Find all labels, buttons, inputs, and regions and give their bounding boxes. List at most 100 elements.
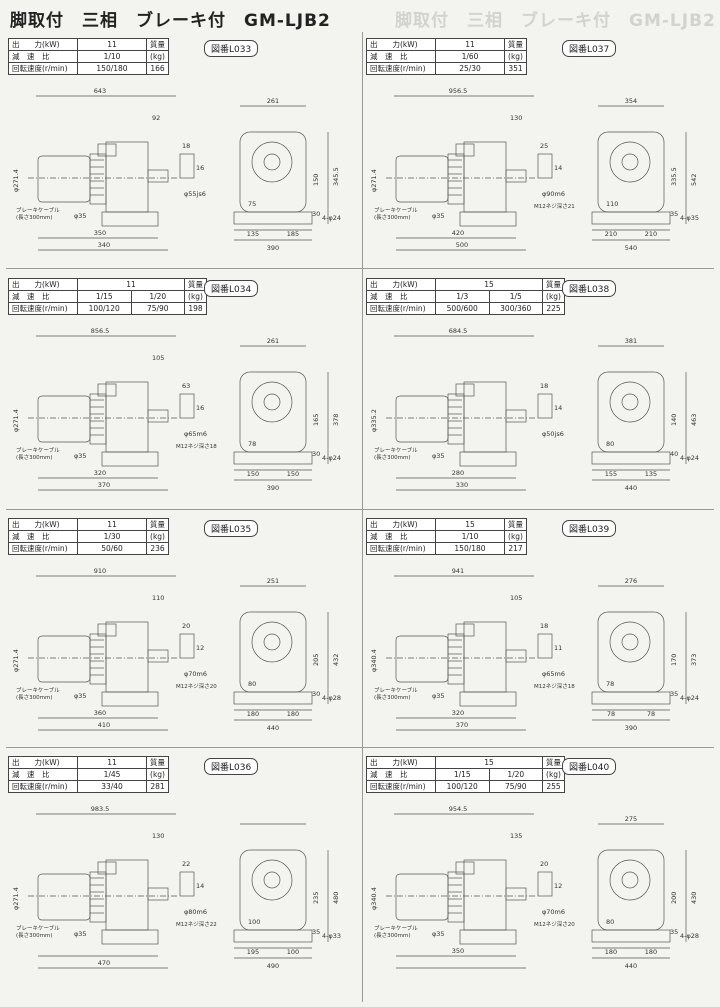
foot-span-label: 350 [94,229,106,237]
spec-cell: 回転速度(r/min) [366,780,436,793]
key-width-label: 63 [182,382,190,390]
mount-holes-label: 4-φ28 [322,694,341,702]
key-width-label: 22 [182,860,190,868]
foot-half-label: 150 [287,470,299,478]
foot-offset-label: 80 [606,440,614,448]
overall-height-label: 430 [690,892,698,904]
overall-length-label: 643 [94,87,106,95]
shaft-diameter-label: φ80m6 [184,908,207,916]
cable-dia-label: φ35 [432,212,445,220]
foot-half-label: 150 [247,470,259,478]
foot-thickness-label: 35 [670,690,678,698]
motor-body [395,155,449,203]
shaft-length-label: 130 [510,114,522,122]
front-view-foot [591,211,671,225]
overall-height-label: 542 [690,174,698,186]
cable-dia-label: φ35 [432,930,445,938]
brake-cable-label: ブレーキケーブル(長さ300mm) [374,206,418,221]
foot-thickness-label: 35 [670,928,678,936]
front-view-flange [609,859,651,901]
output-shaft [505,649,527,663]
brake-housing [447,633,465,685]
foot-half-label: 180 [287,710,299,718]
foot-offset-label: 78 [606,680,614,688]
tap-note-label: M12ネジ深さ20 [534,920,575,928]
overall-height-label: 373 [690,654,698,666]
mounting-foot [101,929,159,945]
key-depth-label: 14 [554,164,562,172]
top-width-label: 275 [625,815,637,823]
brake-cable-label: ブレーキケーブル(長さ300mm) [16,924,60,939]
front-view-shaft [621,153,639,171]
overall-length-label: 910 [94,567,106,575]
mount-holes-label: 4-φ33 [322,932,341,940]
key-depth-label: 14 [196,882,204,890]
spec-cell: 50/60 [77,542,147,555]
cable-dia-label: φ35 [74,692,87,700]
spec-cell: 75/90 [488,780,543,793]
shaft-length-label: 130 [152,832,164,840]
overall-length-label: 941 [452,567,464,575]
motor-diameter-label: φ271.4 [12,409,20,432]
foot-offset-label: 75 [248,200,256,208]
foot-span-label: 280 [452,469,464,477]
gear-housing [463,381,507,453]
dimension-drawing: 956.5420500φ271.4φ35ブレーキケーブル(長さ300mm)251… [370,87,699,252]
front-view-foot [233,211,313,225]
mounting-foot [101,691,159,707]
foot-span-label: 420 [452,229,464,237]
shaft-diameter-label: φ65m6 [184,430,207,438]
front-view-flange [251,859,293,901]
shaft-height-label: 200 [670,892,678,904]
front-view-foot [591,691,671,705]
brake-cable-label: ブレーキケーブル(長さ300mm) [374,686,418,701]
output-shaft [505,887,527,901]
foot-half-label: 210 [605,230,617,238]
gear-housing [105,859,149,931]
front-view-foot [591,929,671,943]
foot-thickness-label: 30 [312,690,320,698]
figure-number-badge: 図番L040 [562,758,617,775]
foot-half-label: 155 [605,470,617,478]
terminal-box [97,623,117,637]
front-view-foot [233,929,313,943]
spec-cell: 166 [146,62,169,75]
shaft-end-detail [179,633,195,659]
row-divider [6,268,714,269]
overall-height-label: 345.5 [332,167,340,186]
motor-diameter-label: φ340.4 [370,887,378,910]
motor-diameter-label: φ340.4 [370,649,378,672]
row-divider [6,747,714,748]
key-width-label: 20 [540,860,548,868]
shaft-diameter-label: φ50js6 [542,430,564,438]
shaft-diameter-label: φ70m6 [184,670,207,678]
foot-span-label: 350 [452,947,464,955]
figure-number-badge: 図番L039 [562,520,617,537]
output-shaft [505,409,527,423]
top-width-label: 381 [625,337,637,345]
foot-thickness-label: 40 [670,450,678,458]
overall-length-label: 956.5 [449,87,468,95]
foot-half-label: 180 [247,710,259,718]
overall-width-label: 390 [267,244,279,252]
shaft-length-label: 110 [152,594,164,602]
key-width-label: 18 [540,622,548,630]
spec-cell: 281 [146,780,169,793]
spec-cell: 100/120 [77,302,132,315]
foot-span-label: 360 [94,709,106,717]
motor-diameter-label: φ271.4 [12,649,20,672]
foot-half-label: 78 [647,710,655,718]
spec-cell: 198 [184,302,207,315]
foot-offset-label: 78 [248,440,256,448]
shaft-diameter-label: φ90m6 [542,190,565,198]
shaft-height-label: 205 [312,654,320,666]
